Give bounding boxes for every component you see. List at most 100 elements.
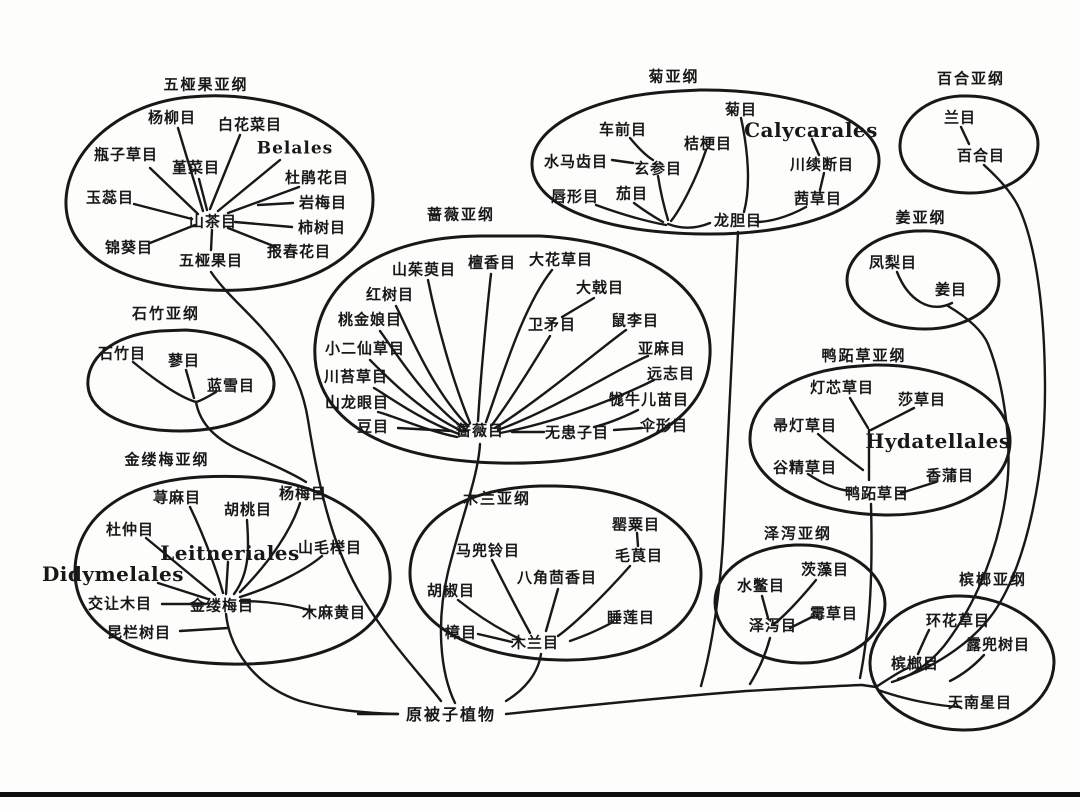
- blob-caryophyllidae: [86, 328, 276, 433]
- order-label: 堇菜目: [171, 158, 221, 177]
- order-label: 荨麻目: [152, 488, 202, 507]
- order-label: 檀香目: [467, 253, 517, 272]
- branch-line: [760, 594, 770, 620]
- order-label: 交让木目: [87, 594, 153, 613]
- order-label: 伞形目: [639, 416, 689, 435]
- order-label: 鼠李目: [610, 311, 660, 330]
- order-label: 唇形目: [550, 187, 600, 206]
- order-label: 蔷薇目: [455, 421, 505, 440]
- order-label: Calycarales: [744, 118, 878, 142]
- branch-line: [178, 626, 230, 633]
- branch-line: [816, 432, 865, 472]
- order-label: 水鳖目: [736, 576, 786, 595]
- order-label: 蓼目: [167, 351, 201, 370]
- order-label: 茜草目: [793, 189, 843, 208]
- subclass-title: 五桠果亚纲: [163, 75, 249, 94]
- branch-line: [612, 426, 644, 432]
- order-label: 香蒲目: [925, 466, 975, 485]
- branch-line: [560, 296, 596, 319]
- branch-line: [224, 612, 400, 716]
- branch-line: [439, 442, 482, 705]
- subclass-title: 金缕梅亚纲: [124, 450, 210, 469]
- order-label: 樟目: [444, 623, 478, 642]
- branch-line: [739, 116, 750, 214]
- order-label: 五桠果目: [178, 251, 244, 270]
- branch-line: [916, 628, 931, 656]
- branch-line: [568, 620, 615, 643]
- subclass-title: 菊亚纲: [648, 67, 700, 86]
- order-label: 露兜树目: [965, 635, 1031, 654]
- order-label: 杨柳目: [147, 108, 197, 127]
- order-label: 车前目: [598, 120, 648, 139]
- branch-line: [699, 230, 740, 688]
- branch-line: [594, 203, 668, 227]
- order-label: 大戟目: [575, 278, 625, 297]
- branch-line: [818, 171, 826, 192]
- order-label: 睡莲目: [606, 608, 656, 627]
- order-label: 杜仲目: [105, 520, 155, 539]
- order-label: 茄目: [615, 184, 649, 203]
- branch-line: [498, 378, 656, 435]
- branch-line: [896, 163, 1047, 681]
- order-label: 昆栏树目: [106, 623, 172, 642]
- subclass-title: 百合亚纲: [936, 69, 1006, 88]
- order-label: 茨藻目: [800, 560, 850, 579]
- order-label: 山龙眼目: [324, 393, 390, 412]
- branch-line: [748, 636, 772, 686]
- branch-line: [232, 518, 250, 596]
- order-label: 牻牛儿苗目: [608, 390, 690, 409]
- branch-line: [216, 158, 282, 213]
- branch-line: [666, 221, 712, 229]
- branch-line: [806, 472, 852, 493]
- order-label: 大花草目: [528, 250, 594, 269]
- branch-line: [131, 360, 198, 404]
- branch-line: [144, 536, 217, 597]
- order-label: 玉蕊目: [85, 188, 135, 207]
- branch-line: [754, 205, 808, 224]
- order-label: 报春花目: [266, 242, 332, 261]
- branch-line: [544, 587, 560, 633]
- order-label: 玄参目: [633, 159, 683, 178]
- branch-line: [635, 531, 640, 548]
- order-label: 凤梨目: [868, 253, 918, 272]
- order-label: 柿树目: [297, 218, 347, 237]
- blob-arecidae: [868, 594, 1056, 732]
- order-label: 豆目: [356, 417, 390, 436]
- order-label: 无患子目: [544, 423, 610, 442]
- branch-line: [194, 400, 308, 484]
- order-label: 帚灯草目: [772, 416, 838, 435]
- order-label: 山毛榉目: [297, 538, 363, 557]
- branch-line: [772, 578, 818, 626]
- subclass-title: 木兰亚纲: [462, 489, 532, 508]
- order-label: 木兰目: [510, 633, 560, 652]
- branch-line: [376, 410, 459, 439]
- branch-line: [148, 223, 197, 245]
- branch-line: [874, 666, 910, 689]
- branch-line: [188, 505, 225, 595]
- order-label: 水马齿目: [543, 152, 609, 171]
- branch-line: [226, 185, 301, 215]
- order-label: 杨梅目: [278, 484, 328, 503]
- order-label: 马兜铃目: [455, 541, 521, 560]
- branch-line: [490, 558, 532, 635]
- branch-line: [224, 560, 230, 596]
- branch-line: [610, 158, 635, 165]
- branch-line: [256, 201, 295, 207]
- blob-liliidae: [898, 94, 1040, 195]
- order-label: 天南星目: [947, 693, 1013, 712]
- branch-line: [959, 125, 971, 146]
- branch-line: [476, 632, 514, 644]
- branch-line: [184, 368, 196, 400]
- order-label: 胡椒目: [426, 581, 476, 600]
- branch-line: [148, 166, 200, 216]
- order-label: 霉草目: [809, 604, 859, 623]
- branch-line: [810, 137, 821, 157]
- branch-line: [788, 614, 816, 630]
- order-label: 白花菜目: [217, 115, 283, 134]
- subclass-title: 石竹亚纲: [131, 304, 201, 323]
- branch-line: [669, 148, 708, 223]
- branch-line: [238, 599, 314, 613]
- blob-asteridae: [530, 88, 881, 236]
- order-label: 瓶子草目: [93, 145, 159, 164]
